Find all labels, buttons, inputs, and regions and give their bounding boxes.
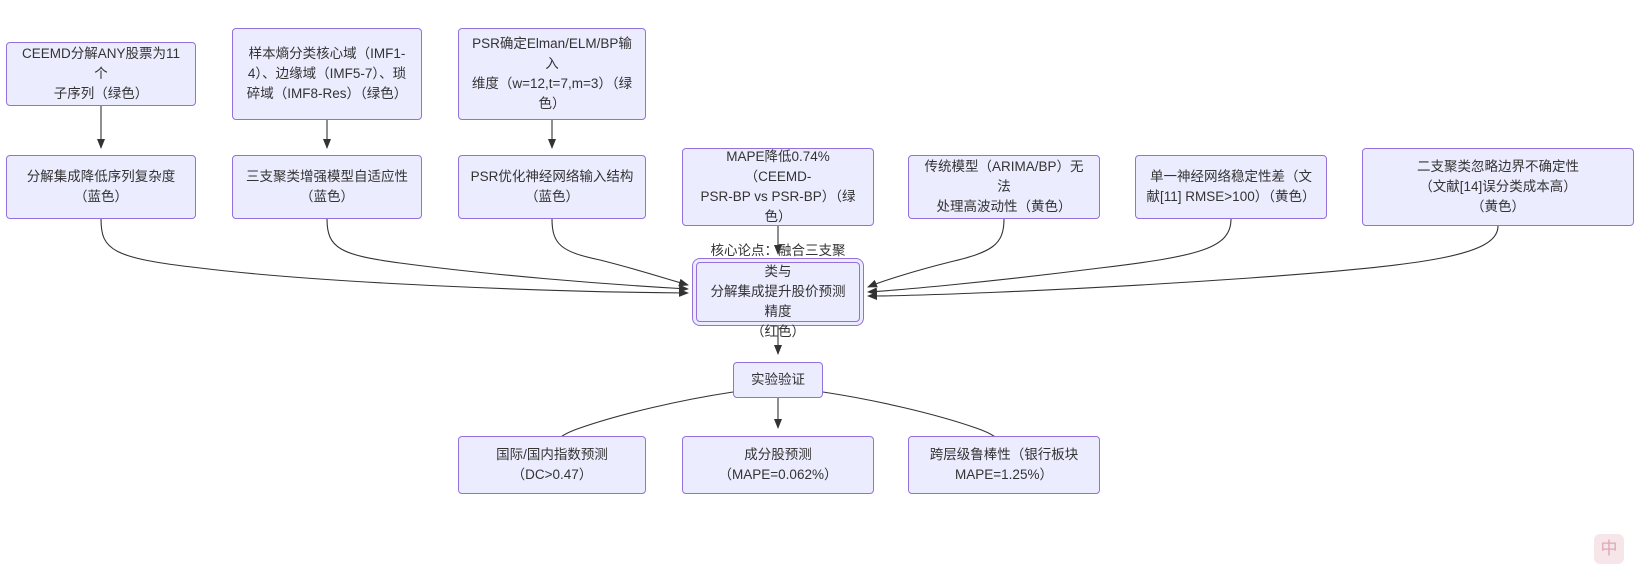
- node-entropy-label: 样本熵分类核心域（IMF1- 4）、边缘域（IMF5-7）、琐 碎域（IMF8-…: [246, 45, 408, 102]
- node-core-claim[interactable]: 核心论点：融合三支聚类与 分解集成提升股价预测精度 （红色）: [696, 243, 860, 339]
- node-psr-struct-label: PSR优化神经网络输入结构 （蓝色）: [470, 168, 634, 204]
- watermark-logo: 中: [1594, 534, 1624, 564]
- node-stock-prediction[interactable]: 成分股预测 （MAPE=0.062%）: [682, 436, 874, 494]
- node-two-way-clustering[interactable]: 二支聚类忽略边界不确定性 （文献[14]误分类成本高） （黄色）: [1362, 148, 1634, 226]
- node-stock-prediction-label: 成分股预测 （MAPE=0.062%）: [718, 446, 838, 482]
- node-adaptive-label: 三支聚类增强模型自适应性 （蓝色）: [246, 168, 408, 204]
- node-core-claim-label: 核心论点：融合三支聚类与 分解集成提升股价预测精度 （红色）: [710, 243, 846, 340]
- node-experiment-label: 实验验证: [751, 371, 805, 387]
- node-arima[interactable]: 传统模型（ARIMA/BP）无法 处理高波动性（黄色）: [908, 155, 1100, 219]
- node-two-way-clustering-label: 二支聚类忽略边界不确定性 （文献[14]误分类成本高） （黄色）: [1417, 158, 1579, 215]
- node-ceemd[interactable]: CEEMD分解ANY股票为11个 子序列（绿色）: [6, 42, 196, 106]
- node-index-prediction[interactable]: 国际/国内指数预测 （DC>0.47）: [458, 436, 646, 494]
- node-single-nn-label: 单一神经网络稳定性差（文 献[11] RMSE>100）（黄色）: [1146, 168, 1316, 204]
- node-adaptive[interactable]: 三支聚类增强模型自适应性 （蓝色）: [232, 155, 422, 219]
- node-robustness[interactable]: 跨层级鲁棒性（银行板块 MAPE=1.25%）: [908, 436, 1100, 494]
- edge-complexity-to-core: [100, 218, 689, 297]
- node-ceemd-label: CEEMD分解ANY股票为11个 子序列（绿色）: [21, 45, 181, 102]
- node-mape-label: MAPE降低0.74%（CEEMD- PSR-BP vs PSR-BP）（绿 色…: [700, 148, 856, 225]
- edge-single_nn-to-core: [867, 218, 1232, 296]
- node-arima-label: 传统模型（ARIMA/BP）无法 处理高波动性（黄色）: [924, 158, 1084, 215]
- node-complexity-label: 分解集成降低序列复杂度 （蓝色）: [26, 168, 176, 204]
- edge-adaptive-to-core: [326, 218, 689, 293]
- node-index-prediction-label: 国际/国内指数预测 （DC>0.47）: [496, 446, 608, 482]
- node-single-nn[interactable]: 单一神经网络稳定性差（文 献[11] RMSE>100）（黄色）: [1135, 155, 1327, 219]
- edge-psr_struct-to-core: [551, 218, 689, 287]
- node-psr-input[interactable]: PSR确定Elman/ELM/BP输入 维度（w=12,t=7,m=3）（绿 色…: [458, 28, 646, 120]
- node-entropy[interactable]: 样本熵分类核心域（IMF1- 4）、边缘域（IMF5-7）、琐 碎域（IMF8-…: [232, 28, 422, 120]
- node-complexity[interactable]: 分解集成降低序列复杂度 （蓝色）: [6, 155, 196, 219]
- node-psr-input-label: PSR确定Elman/ELM/BP输入 维度（w=12,t=7,m=3）（绿 色…: [471, 35, 633, 112]
- edge-two_way-to-core: [867, 225, 1499, 300]
- node-robustness-label: 跨层级鲁棒性（银行板块 MAPE=1.25%）: [929, 446, 1079, 482]
- node-psr-struct[interactable]: PSR优化神经网络输入结构 （蓝色）: [458, 155, 646, 219]
- edge-arima-to-core: [867, 218, 1005, 288]
- node-mape[interactable]: MAPE降低0.74%（CEEMD- PSR-BP vs PSR-BP）（绿 色…: [682, 148, 874, 226]
- node-experiment[interactable]: 实验验证: [733, 362, 823, 398]
